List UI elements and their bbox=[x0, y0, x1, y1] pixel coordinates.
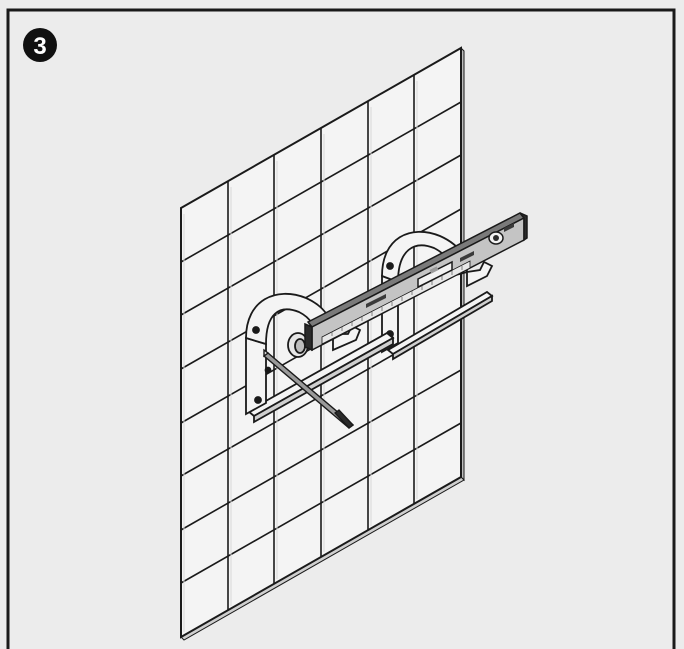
step-number-badge: 3 bbox=[23, 28, 57, 62]
spirit-level bbox=[304, 212, 528, 352]
level-vial-center bbox=[417, 260, 453, 289]
step-number: 3 bbox=[33, 33, 46, 60]
wall-bracket-right bbox=[381, 231, 494, 361]
level-vial-end bbox=[488, 231, 504, 245]
pencil bbox=[262, 348, 355, 429]
wall-bracket-left bbox=[245, 293, 395, 424]
panel-frame bbox=[6, 8, 676, 649]
